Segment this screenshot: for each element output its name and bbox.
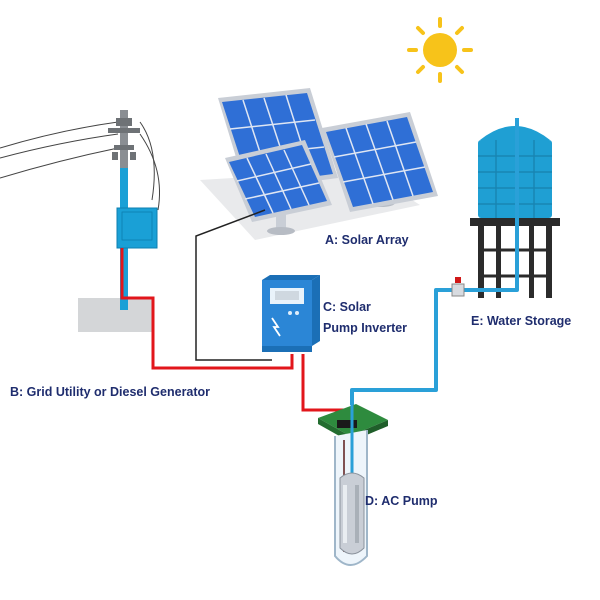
inverter-label-line2: Pump Inverter <box>323 321 408 335</box>
water-storage-label: E: Water Storage <box>471 314 572 328</box>
inverter-icon <box>262 275 320 352</box>
utility-pole-icon <box>78 110 158 332</box>
water-pipe <box>350 118 519 405</box>
overhead-power-lines <box>0 121 161 211</box>
solar-panel-icon <box>322 112 438 212</box>
solar-array-label: A: Solar Array <box>325 233 409 247</box>
sun-icon <box>407 17 473 83</box>
solar-panel-icon <box>225 140 332 222</box>
pump-power-wire <box>301 354 345 412</box>
grid-power-wire <box>120 248 294 370</box>
valve-icon <box>451 277 465 297</box>
grid-label: B: Grid Utility or Diesel Generator <box>10 385 211 399</box>
solar-array-wire <box>195 209 272 361</box>
pump-icon <box>318 404 388 566</box>
pump-label: D: AC Pump <box>365 494 438 508</box>
inverter-label-line1: C: Solar <box>323 300 371 314</box>
